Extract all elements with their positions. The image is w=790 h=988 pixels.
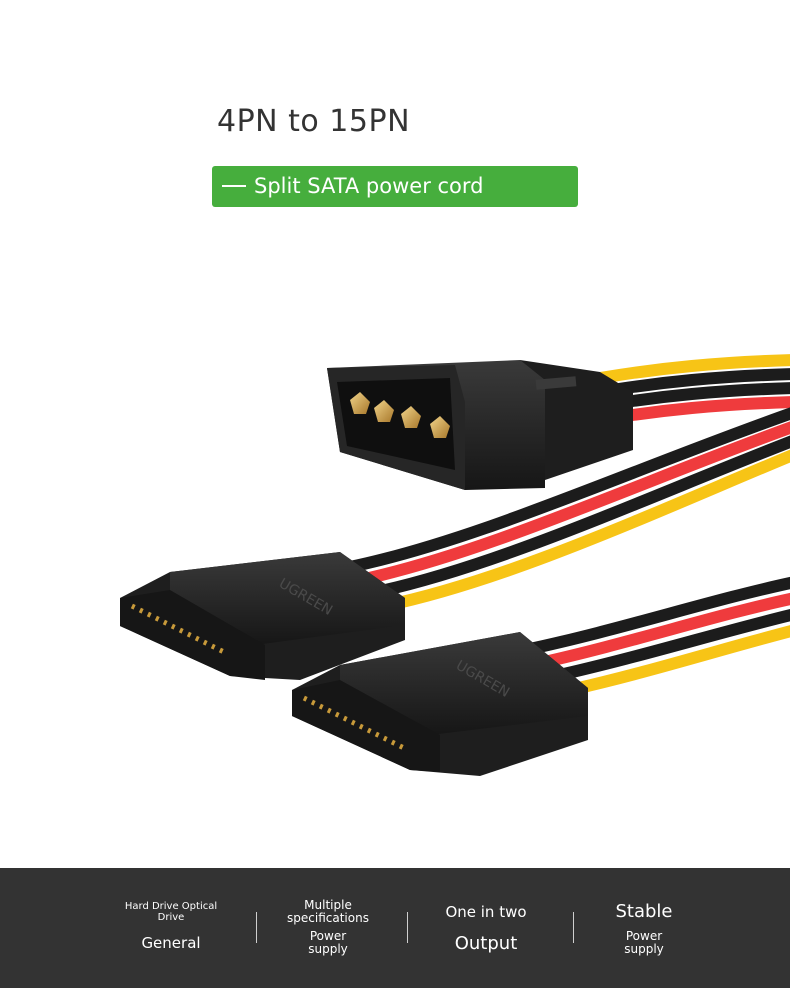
spec-top-label: Multiple specifications (287, 898, 369, 925)
sata-connector-2: UGREEN (292, 632, 588, 776)
spec-item-stable: Stable Power supply (594, 868, 694, 988)
spec-bottom-label: Power supply (624, 929, 664, 956)
divider (256, 912, 257, 943)
spec-bottom-label: General (141, 934, 201, 952)
product-tag-label: Split SATA power cord (254, 174, 484, 198)
divider (407, 912, 408, 943)
sata-connector-1: UGREEN (120, 552, 405, 680)
spec-item-multiple-specs: Multiple specifications Power supply (278, 868, 378, 988)
spec-item-one-in-two: One in two Output (436, 868, 536, 988)
spec-bar: Hard Drive Optical Drive General Multipl… (0, 868, 790, 988)
divider (573, 912, 574, 943)
product-tag: Split SATA power cord (212, 166, 578, 207)
spec-top-label: One in two (445, 903, 527, 921)
product-image: UGREEN UGREEN (120, 354, 790, 776)
sata1-cable-bundle (344, 407, 790, 612)
spec-top-label: Stable (615, 901, 673, 922)
page-title: 4PN to 15PN (217, 104, 411, 139)
spec-bottom-label: Output (454, 933, 518, 954)
dash-icon (222, 185, 246, 187)
sata2-cable-bundle (519, 576, 790, 696)
spec-bottom-label: Power supply (308, 929, 348, 956)
spec-top-label: Hard Drive Optical Drive (124, 901, 218, 923)
molex-connector (327, 360, 633, 490)
spec-item-general: Hard Drive Optical Drive General (120, 868, 222, 988)
